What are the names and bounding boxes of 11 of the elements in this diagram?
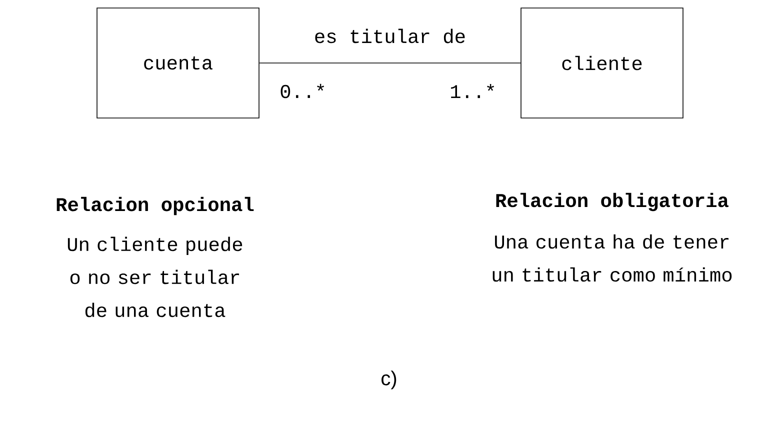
- description-text: Una cuenta ha de tener un titular como mínimo: [492, 234, 732, 282]
- multiplicity-label: 1..*: [451, 84, 494, 98]
- class-box: cliente: [520, 8, 684, 118]
- multiplicity-label: 0..*: [280, 84, 324, 98]
- class-box: cuenta: [96, 8, 260, 118]
- edge-label: es titular de: [312, 28, 468, 44]
- heading: Relacion opcional: [56, 196, 254, 216]
- association-line: [259, 62, 521, 64]
- heading: Relacion obligatoria: [496, 192, 728, 212]
- caption: c): [382, 370, 396, 390]
- description-text: Un cliente puede o no ser titular de una cuenta: [68, 236, 242, 318]
